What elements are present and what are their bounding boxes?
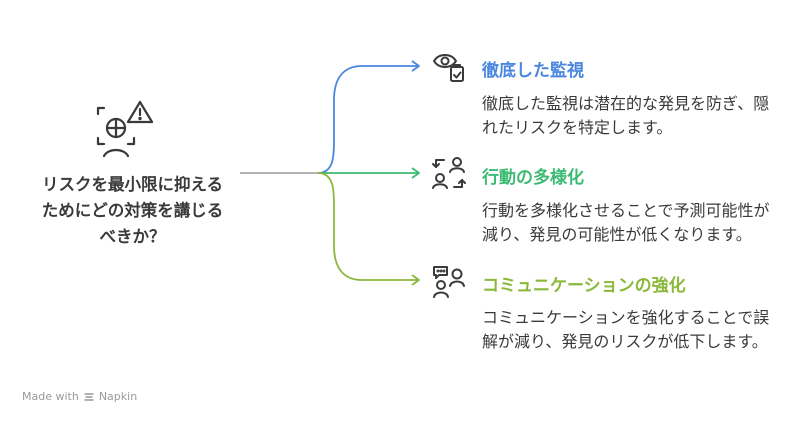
- napkin-logo-icon: [84, 392, 94, 401]
- branch-description-2: 行動を多様化させることで予測可能性が減り、発見の可能性が低くなります。: [482, 201, 770, 244]
- eye-clipboard-icon: [432, 49, 466, 83]
- napkin-watermark: Made with Napkin: [22, 390, 137, 403]
- branch-arrowhead-3: [411, 274, 420, 286]
- branch-title-3: コミュニケーションの強化: [482, 276, 686, 296]
- footer-label: Made with: [22, 390, 79, 403]
- people-chat-icon: [432, 264, 466, 298]
- root-question: リスクを最小限に抑えるためにどの対策を講じるべきか？: [41, 175, 224, 246]
- branch-title-1: 徹底した監視: [482, 61, 584, 81]
- branch-description-1: 徹底した監視は潜在的な発見を防ぎ、隠れたリスクを特定します。: [482, 94, 770, 137]
- people-exchange-icon: [432, 156, 466, 190]
- branch-description-3: コミュニケーションを強化することで誤解が減り、発見のリスクが低下します。: [482, 308, 770, 351]
- branch-arrowhead-2: [411, 167, 420, 179]
- footer-brand: Napkin: [98, 390, 138, 403]
- branch-title-2: 行動の多様化: [482, 168, 584, 188]
- branch-connector-3: [317, 172, 418, 281]
- branch-connector-1: [317, 65, 418, 174]
- branch-arrowhead-1: [411, 60, 420, 72]
- risk-target-icon: [96, 98, 156, 160]
